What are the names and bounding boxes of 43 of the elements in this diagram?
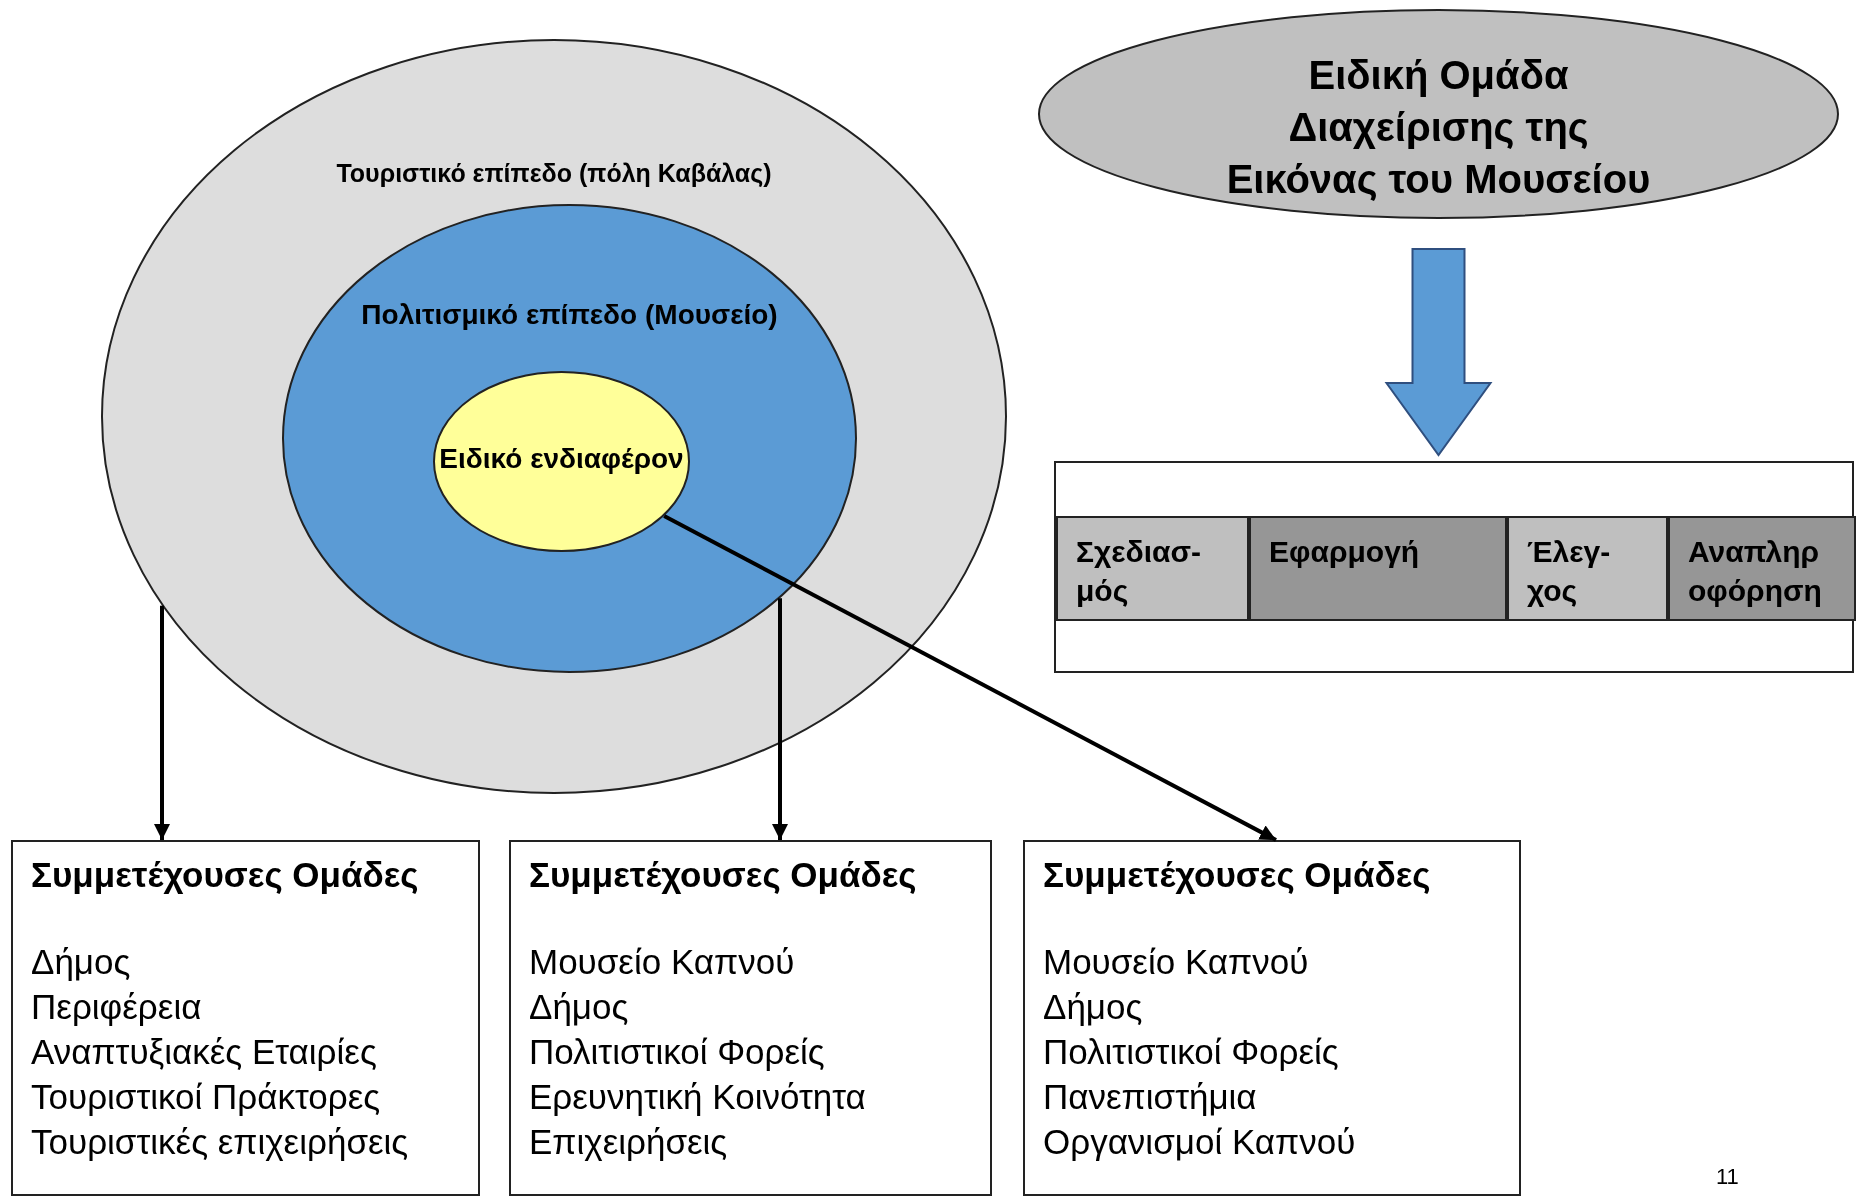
- phase-cell: [1507, 516, 1668, 621]
- box-heading: Συμμετέχουσες Ομάδες: [1042, 854, 1432, 896]
- ellipse-label: Πολιτισμικό επίπεδο (Μουσείο): [361, 299, 778, 331]
- phase-cell: [1056, 516, 1249, 621]
- arrow: [154, 605, 170, 840]
- list-item: Δήμος: [1042, 986, 1144, 1028]
- list-item: Πανεπιστήμια: [1042, 1076, 1258, 1118]
- box-heading: Συμμετέχουσες Ομάδες: [30, 854, 420, 896]
- box-heading: Συμμετέχουσες Ομάδες: [528, 854, 918, 896]
- group-box: [11, 840, 480, 1196]
- list-item: Τουριστικοί Πράκτορες: [30, 1076, 382, 1118]
- cell-label: Σχεδιασ- μός: [1075, 534, 1202, 609]
- process-band: [1054, 461, 1854, 673]
- block-arrow: [1384, 248, 1493, 457]
- list-item: Δήμος: [528, 986, 630, 1028]
- inner-ellipse: [433, 371, 690, 552]
- cell-label: Αναπληρ οφόρηση: [1687, 534, 1823, 609]
- phase-cell: [1668, 516, 1856, 621]
- page-number: 11: [1716, 1164, 1739, 1190]
- list-item: Επιχειρήσεις: [528, 1121, 729, 1163]
- cell-label: Εφαρμογή: [1268, 534, 1421, 570]
- list-item: Μουσείο Καπνού: [528, 941, 796, 983]
- list-item: Αναπτυξιακές Εταιρίες: [30, 1031, 378, 1073]
- list-item: Μουσείο Καπνού: [1042, 941, 1310, 983]
- list-item: Τουριστικές επιχειρήσεις: [30, 1121, 410, 1163]
- list-item: Οργανισμοί Καπνού: [1042, 1121, 1357, 1163]
- cell-label: Έλεγ- χος: [1526, 534, 1612, 609]
- ellipse-label: Τουριστικό επίπεδο (πόλη Καβάλας): [336, 159, 772, 188]
- arrow: [772, 598, 788, 840]
- title-ellipse: [1038, 9, 1839, 219]
- group-box: [1023, 840, 1521, 1196]
- group-box: [509, 840, 992, 1196]
- list-item: Περιφέρεια: [30, 986, 203, 1028]
- phase-cell: [1249, 516, 1507, 621]
- ellipse-label: Ειδικό ενδιαφέρον: [439, 443, 684, 475]
- arrow: [663, 514, 1277, 842]
- middle-ellipse: [282, 204, 857, 673]
- ellipse-label: Ειδική Ομάδα Διαχείρισης της Εικόνας του Μουσείου: [1225, 52, 1652, 203]
- list-item: Πολιτιστικοί Φορείς: [1042, 1031, 1340, 1073]
- list-item: Πολιτιστικοί Φορείς: [528, 1031, 826, 1073]
- outer-ellipse: [101, 39, 1007, 794]
- list-item: Δήμος: [30, 941, 132, 983]
- list-item: Ερευνητική Κοινότητα: [528, 1076, 867, 1118]
